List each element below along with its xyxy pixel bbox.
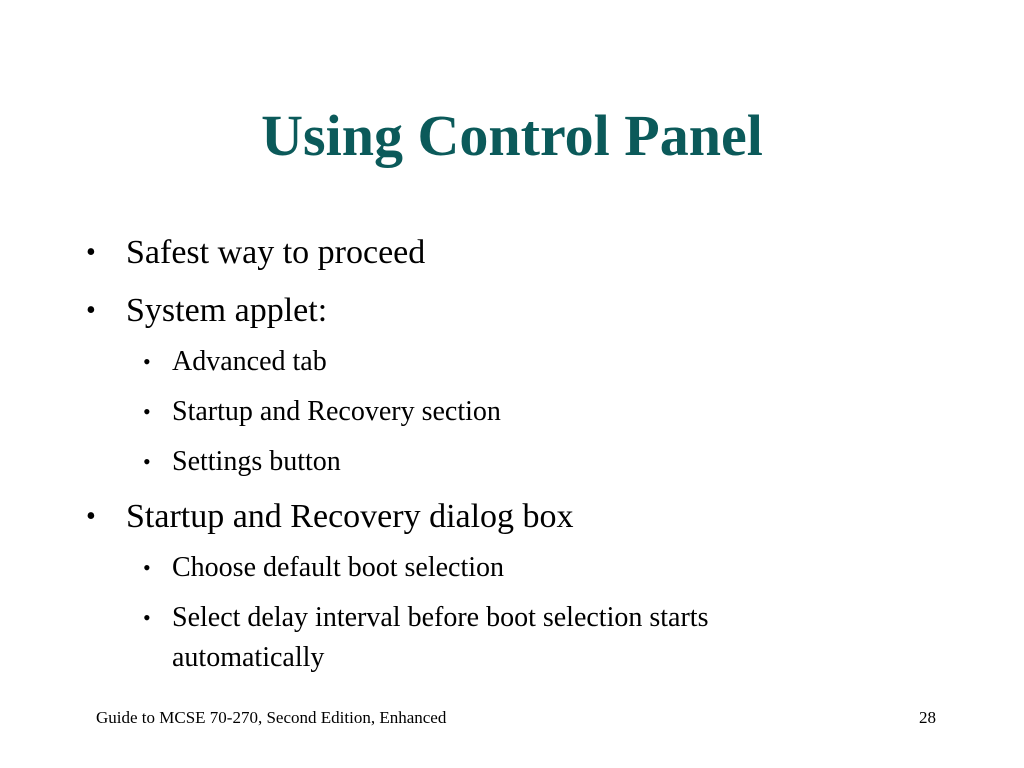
- bullet-icon: •: [143, 555, 151, 580]
- bullet-text: Startup and Recovery section: [172, 396, 501, 427]
- bullet-icon: •: [143, 449, 151, 474]
- footer-course-title: Guide to MCSE 70-270, Second Edition, En…: [96, 708, 447, 727]
- bullet-text: Settings button: [172, 446, 341, 477]
- bullet-text: Select delay interval before boot select…: [172, 602, 709, 673]
- bullet-text: Safest way to proceed: [126, 234, 426, 271]
- bullet-icon: •: [143, 399, 151, 424]
- slide-title: Using Control Panel: [261, 103, 763, 168]
- bullet-text: System applet:: [126, 292, 328, 329]
- bullet-icon: •: [143, 605, 151, 630]
- bullet-icon: •: [86, 501, 96, 532]
- bullet-text: Startup and Recovery dialog box: [126, 498, 574, 535]
- bullet-icon: •: [86, 237, 96, 268]
- page-number: 28: [919, 708, 936, 727]
- bullet-text: Choose default boot selection: [172, 552, 505, 583]
- bullet-icon: •: [86, 295, 96, 326]
- bullet-text: Advanced tab: [172, 346, 327, 377]
- bullet-icon: •: [143, 349, 151, 374]
